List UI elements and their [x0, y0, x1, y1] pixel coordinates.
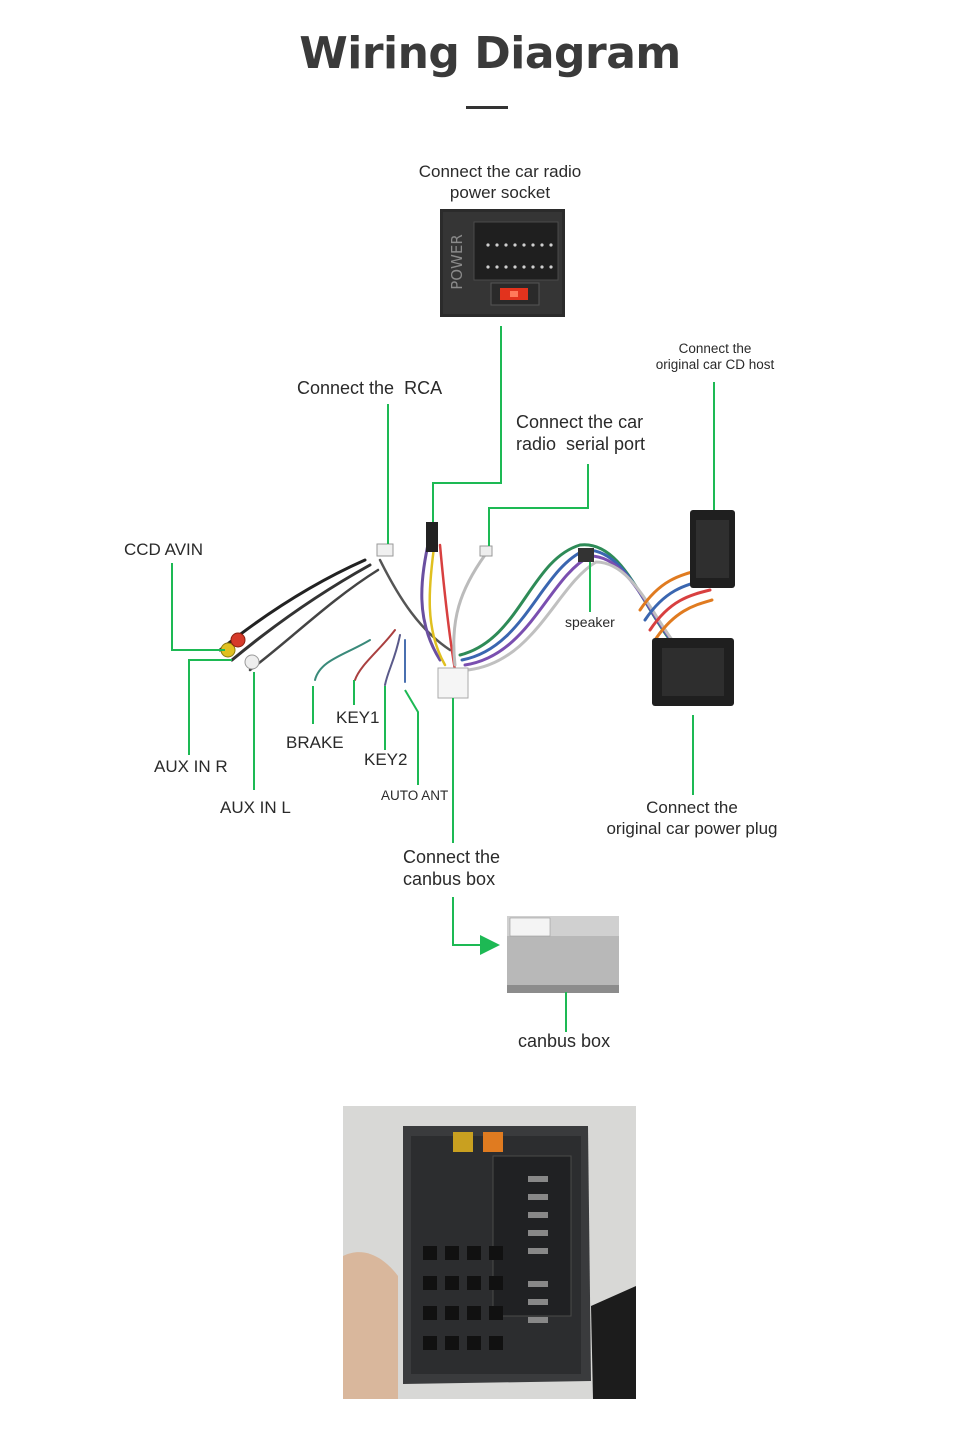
title-underline — [466, 106, 508, 109]
cd-host-label: Connect the original car CD host — [655, 341, 775, 373]
power-socket-label: Connect the car radio power socket — [418, 162, 582, 202]
canbus-harness-connector — [437, 667, 469, 699]
key1-label: KEY1 — [336, 708, 380, 727]
wiring-diagram: POWER — [171, 209, 735, 1032]
speaker-connector — [578, 548, 594, 562]
leader-lines — [171, 326, 715, 1032]
wire-harness — [218, 533, 714, 686]
key2-label: KEY2 — [364, 750, 408, 769]
connector-photo — [343, 1106, 636, 1399]
aux-in-l-label: AUX IN L — [220, 798, 291, 817]
aux-in-r-label: AUX IN R — [154, 757, 228, 776]
canbus-connect-label: Connect the canbus box — [403, 847, 501, 889]
serial-port-connector — [479, 545, 493, 557]
serial-port-label: Connect the car radio serial port — [516, 412, 646, 454]
canbus-box-image — [507, 916, 619, 993]
power-harness-connector — [426, 522, 438, 552]
canbus-box-label: canbus box — [518, 1031, 611, 1051]
speaker-label: speaker — [565, 614, 615, 630]
auto-ant-label: AUTO ANT — [381, 788, 449, 803]
power-socket-connector: POWER — [440, 209, 565, 317]
page-title: Wiring Diagram — [299, 28, 681, 79]
power-plug-label: Connect the original car power plug — [606, 798, 778, 838]
rca-connector — [376, 543, 394, 557]
rca-label: Connect the RCA — [297, 378, 443, 398]
rca-plugs — [220, 632, 260, 670]
brake-label: BRAKE — [286, 733, 344, 752]
cd-host-connector — [690, 510, 735, 588]
ccd-avin-label: CCD AVIN — [124, 540, 204, 559]
power-plug-connector — [652, 638, 734, 706]
power-label: POWER — [448, 234, 466, 290]
